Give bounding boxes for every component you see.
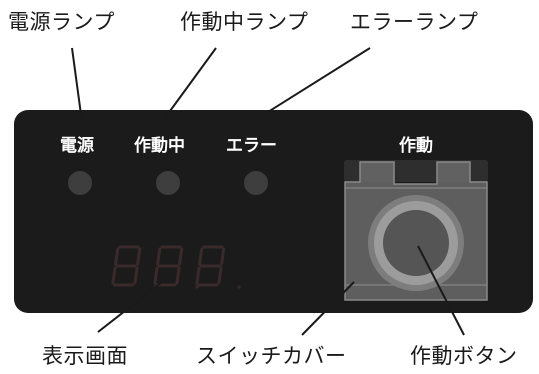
- leader-line-power: [71, 47, 83, 123]
- display-digit: [153, 245, 184, 287]
- running-label: 作動中: [134, 136, 185, 156]
- callout-error-lamp: エラーランプ: [350, 10, 479, 34]
- callout-power-lamp: 電源ランプ: [8, 10, 115, 34]
- callout-run-button: 作動ボタン: [410, 344, 518, 368]
- display-screen: [111, 245, 241, 289]
- leader-line-display: [97, 281, 163, 333]
- display-digit: [111, 245, 142, 287]
- run-button[interactable]: [383, 210, 449, 276]
- power-lamp: [68, 171, 92, 195]
- callout-running-lamp: 作動中ランプ: [180, 10, 309, 34]
- running-lamp: [156, 171, 180, 195]
- leader-line-run-button: [417, 245, 465, 336]
- callout-switch-cover: スイッチカバー: [196, 344, 347, 368]
- error-label: エラー: [226, 136, 277, 156]
- leader-line-error: [251, 47, 371, 123]
- power-label: 電源: [60, 136, 94, 156]
- error-lamp: [244, 171, 268, 195]
- display-dot: [237, 285, 241, 289]
- run-label: 作動: [399, 136, 433, 156]
- display-digit: [195, 245, 226, 287]
- leader-line-switch-cover: [301, 281, 355, 336]
- callout-display: 表示画面: [42, 344, 128, 368]
- leader-line-running: [161, 47, 217, 123]
- display-dot: [195, 285, 199, 289]
